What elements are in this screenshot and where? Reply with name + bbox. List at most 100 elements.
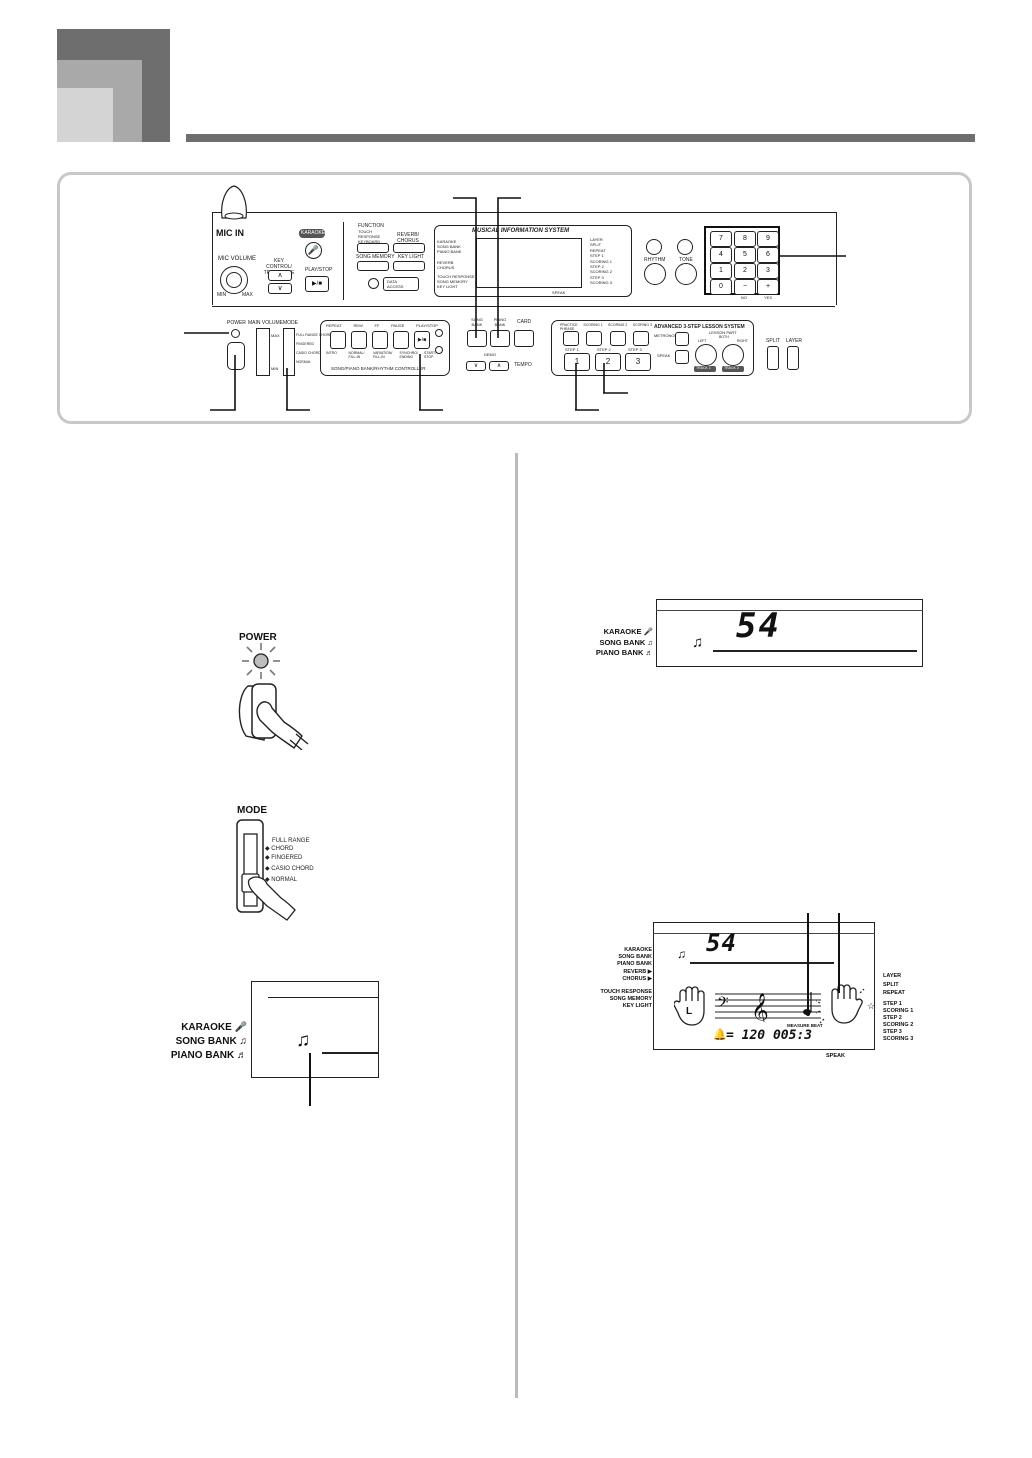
- mode-options-small: FULL RANGE CHORD FINGERED CASIO CHORD NO…: [296, 333, 332, 364]
- big-lcd-underline: [690, 962, 834, 964]
- pause-button[interactable]: [393, 331, 409, 349]
- big-lcd-top-line: [653, 933, 875, 934]
- key-control-down-button[interactable]: ∨: [268, 283, 292, 294]
- mic-in-label: MIC IN: [216, 228, 244, 238]
- power-button-press-illustration[interactable]: [230, 682, 320, 750]
- numpad-key-1[interactable]: 1: [710, 263, 732, 279]
- step-1-label: STEP 1: [565, 347, 579, 352]
- step-1-button[interactable]: 1: [564, 353, 590, 371]
- piano-bank-icon: ♬: [237, 1050, 247, 1061]
- main-volume-label: MAIN VOLUME: [248, 320, 284, 326]
- scoring-1-button[interactable]: [586, 331, 602, 346]
- layer-label: LAYER: [786, 338, 803, 344]
- play-stop-button[interactable]: ▶/■: [305, 276, 329, 292]
- lesson-part-label: LESSON PART: [709, 330, 737, 335]
- ff-button[interactable]: [372, 331, 388, 349]
- data-access-dial[interactable]: [368, 278, 379, 289]
- practice-phrase-button[interactable]: [563, 331, 579, 346]
- tempo-down-button[interactable]: ∨: [466, 361, 486, 371]
- numpad-key-3[interactable]: 3: [757, 263, 779, 279]
- function-button[interactable]: [357, 243, 389, 253]
- rew-button[interactable]: [351, 331, 367, 349]
- mis-title: MUSICAL INFORMATION SYSTEM: [472, 228, 570, 234]
- rhythm-button[interactable]: [644, 263, 666, 285]
- demo-label: DEMO: [484, 352, 496, 357]
- karaoke-mic-icon: 🎤: [643, 627, 653, 636]
- step-3-button[interactable]: 3: [625, 353, 651, 371]
- lesson-right-button[interactable]: [722, 344, 744, 366]
- svg-text:𝄢: 𝄢: [717, 994, 729, 1015]
- column-divider: [515, 453, 518, 1398]
- song-memory-button[interactable]: [357, 261, 389, 271]
- numpad-key-7[interactable]: 7: [710, 231, 732, 247]
- numpad-key-8[interactable]: 8: [734, 231, 756, 247]
- callout-lines: [184, 197, 846, 411]
- piano-bank-label-small: PIANO BANK: [493, 317, 507, 327]
- mode-slider[interactable]: [283, 328, 295, 376]
- lesson-left-button[interactable]: [695, 344, 717, 366]
- song-bank-button[interactable]: [467, 330, 487, 347]
- keyboard-panel-frame: [57, 172, 972, 424]
- numpad-key-2[interactable]: 2: [734, 263, 756, 279]
- left-lcd-top-line: [268, 997, 379, 998]
- numpad-key-4[interactable]: 4: [710, 247, 732, 263]
- key-control-up-button[interactable]: ∧: [268, 270, 292, 281]
- numpad-key-minus[interactable]: −: [734, 279, 756, 295]
- data-access-button[interactable]: [383, 277, 419, 291]
- reverb-chorus-button[interactable]: [393, 243, 425, 253]
- controller-indicator-top: [435, 329, 443, 337]
- metronome-button[interactable]: [675, 332, 689, 346]
- big-lcd-right-labels: LAYER SPLIT REPEAT STEP 1 SCORING 1 STEP…: [883, 973, 914, 1042]
- data-access-label: DATA ACCESS: [387, 279, 404, 289]
- karaoke-button[interactable]: 🎤: [305, 242, 322, 259]
- numpad-key-9[interactable]: 9: [757, 231, 779, 247]
- controller-play-stop-button[interactable]: ▶/■: [414, 331, 430, 349]
- song-bank-icon: ♫: [647, 637, 653, 647]
- repeat-button[interactable]: [330, 331, 346, 349]
- big-lcd-song-number: 54: [706, 929, 737, 957]
- svg-text:𝄞: 𝄞: [751, 993, 769, 1022]
- mic-volume-knob-inner: [226, 272, 242, 288]
- play-stop-label: PLAY/STOP: [305, 267, 333, 273]
- layer-button[interactable]: [787, 346, 799, 370]
- numpad-key-5[interactable]: 5: [734, 247, 756, 263]
- big-lcd-song-bank-icon: ♫: [677, 947, 686, 961]
- step-2-button[interactable]: 2: [595, 353, 621, 371]
- numpad-key-0[interactable]: 0: [710, 279, 732, 295]
- scoring-3-button[interactable]: [633, 331, 649, 346]
- numpad-key-plus[interactable]: +: [757, 279, 779, 295]
- tempo-up-button[interactable]: ∧: [489, 361, 509, 371]
- tempo-label: TEMPO: [514, 362, 532, 368]
- tone-icon-button[interactable]: [677, 239, 693, 255]
- key-light-label: KEY LIGHT: [398, 254, 425, 260]
- tone-label: TONE: [679, 257, 693, 263]
- rhythm-icon-button[interactable]: [646, 239, 662, 255]
- power-button-small[interactable]: [227, 342, 245, 370]
- mode-option-marker-icon: ◆: [265, 866, 272, 872]
- keyboard-body: [212, 212, 837, 305]
- key-light-button[interactable]: [393, 261, 425, 271]
- numpad-key-6[interactable]: 6: [757, 247, 779, 263]
- lesson-frame: [551, 320, 754, 376]
- section-tab-marker-light: [57, 88, 113, 142]
- rhythm-label: RHYTHM: [644, 257, 666, 263]
- big-lcd-left-labels: KARAOKE SONG BANK PIANO BANK REVERB ▶ CH…: [600, 947, 652, 1010]
- main-volume-slider[interactable]: [256, 328, 270, 376]
- piano-bank-button[interactable]: [490, 330, 510, 347]
- function-label: FUNCTION: [358, 223, 384, 229]
- card-button[interactable]: [514, 330, 534, 347]
- split-button[interactable]: [767, 346, 779, 370]
- mode-switch-illustration[interactable]: [235, 818, 305, 923]
- speak-button-label: SPEAK: [657, 353, 671, 358]
- speak-button[interactable]: [675, 350, 689, 364]
- mic-volume-knob[interactable]: [220, 266, 248, 294]
- step-2-label: STEP 2: [597, 347, 611, 352]
- tone-button[interactable]: [675, 263, 697, 285]
- panel-lcd-frame: [434, 225, 632, 297]
- numpad-yes-label: YES: [764, 295, 773, 300]
- numpad-no-label: NO: [741, 295, 747, 300]
- scoring-2-button[interactable]: [610, 331, 626, 346]
- mode-option-marker-icon: ◆: [265, 877, 272, 883]
- mode-label-small: MODE: [283, 320, 298, 326]
- keyboard-lower-edge: [212, 306, 835, 307]
